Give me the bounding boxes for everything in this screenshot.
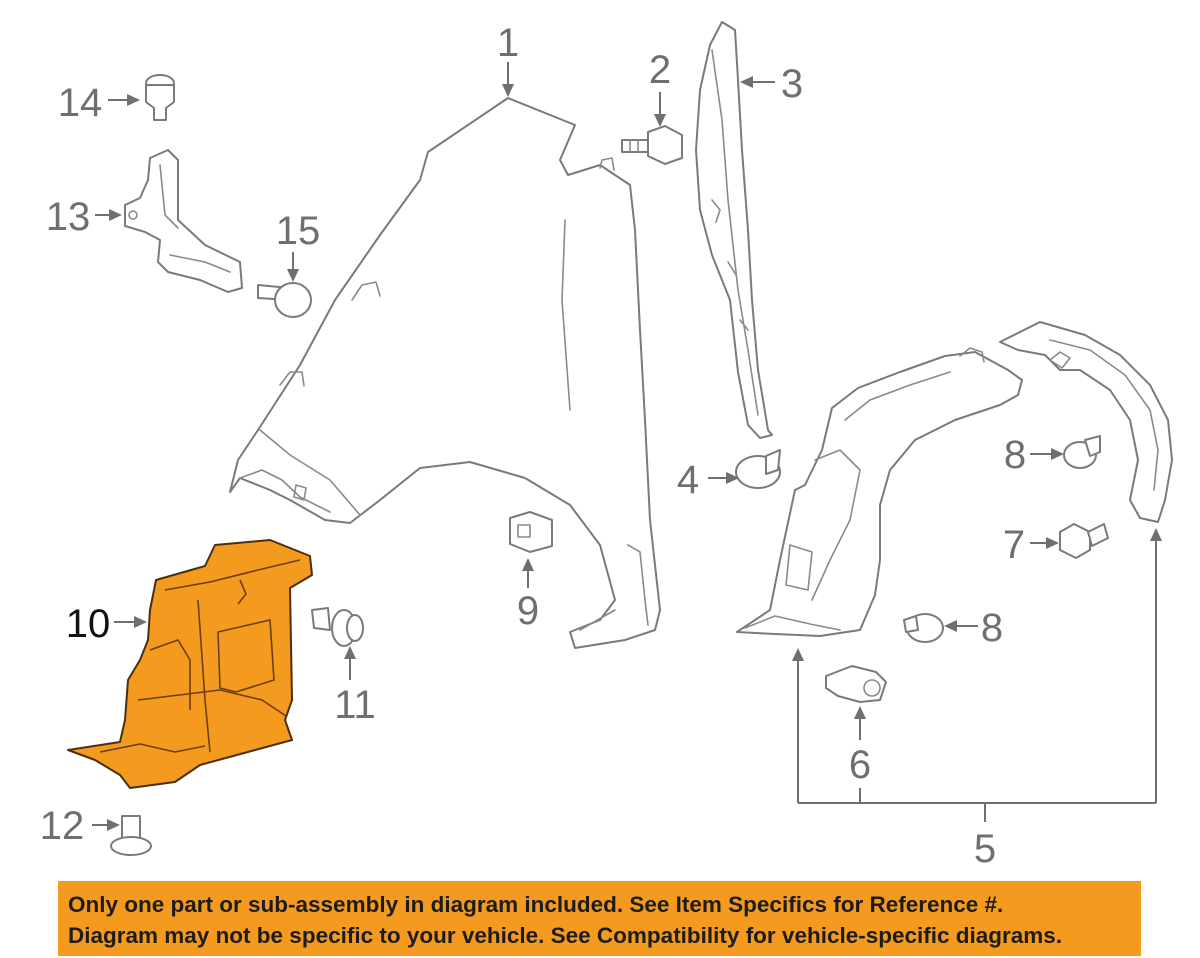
bracket-part-13[interactable]: [124, 149, 243, 293]
callout-13: 13: [46, 195, 91, 239]
callout-6: 6: [849, 743, 871, 787]
fender-part[interactable]: [229, 97, 661, 649]
bolt-part-11[interactable]: [311, 607, 364, 647]
clip-part-4[interactable]: [735, 449, 781, 489]
callout-3: 3: [781, 62, 803, 106]
clip-nut-part-9[interactable]: [509, 511, 553, 553]
disclaimer-line-1: Only one part or sub-assembly in diagram…: [68, 892, 1004, 917]
bolt-part-7[interactable]: [1059, 523, 1109, 559]
leader-lines: [92, 62, 1162, 831]
pin-part-15[interactable]: [257, 282, 312, 318]
splash-shield-part-10[interactable]: [67, 539, 313, 789]
callout-12: 12: [40, 804, 85, 848]
fender-seal-part[interactable]: [695, 21, 773, 439]
callout-labels: 1 2 3 4 5 6 7 8 8 9 10 11 12 13 14 15: [40, 21, 1026, 871]
callout-5: 5: [974, 827, 996, 871]
callout-8-lower: 8: [981, 606, 1003, 650]
callout-8-upper: 8: [1004, 433, 1026, 477]
fender-liner-rear-part[interactable]: [999, 321, 1173, 523]
callout-10: 10: [66, 602, 111, 646]
clip-part-8b[interactable]: [903, 613, 944, 643]
disclaimer-line-2: Diagram may not be specific to your vehi…: [68, 923, 1063, 948]
disclaimer-banner: Only one part or sub-assembly in diagram…: [58, 881, 1141, 956]
nut-clip-part-6[interactable]: [825, 665, 887, 703]
bolt-part-2[interactable]: [621, 125, 683, 165]
fender-liner-part[interactable]: [736, 347, 1023, 637]
push-clip-part-14[interactable]: [145, 74, 175, 121]
callout-2: 2: [649, 48, 671, 92]
callout-4: 4: [677, 458, 699, 502]
callout-14: 14: [58, 81, 103, 125]
callout-1: 1: [497, 21, 519, 65]
clip-part-8a[interactable]: [1063, 435, 1101, 469]
callout-9: 9: [517, 589, 539, 633]
callout-15: 15: [276, 209, 321, 253]
callout-7: 7: [1003, 523, 1025, 567]
callout-11: 11: [334, 683, 376, 727]
push-pin-part-12[interactable]: [110, 815, 152, 856]
